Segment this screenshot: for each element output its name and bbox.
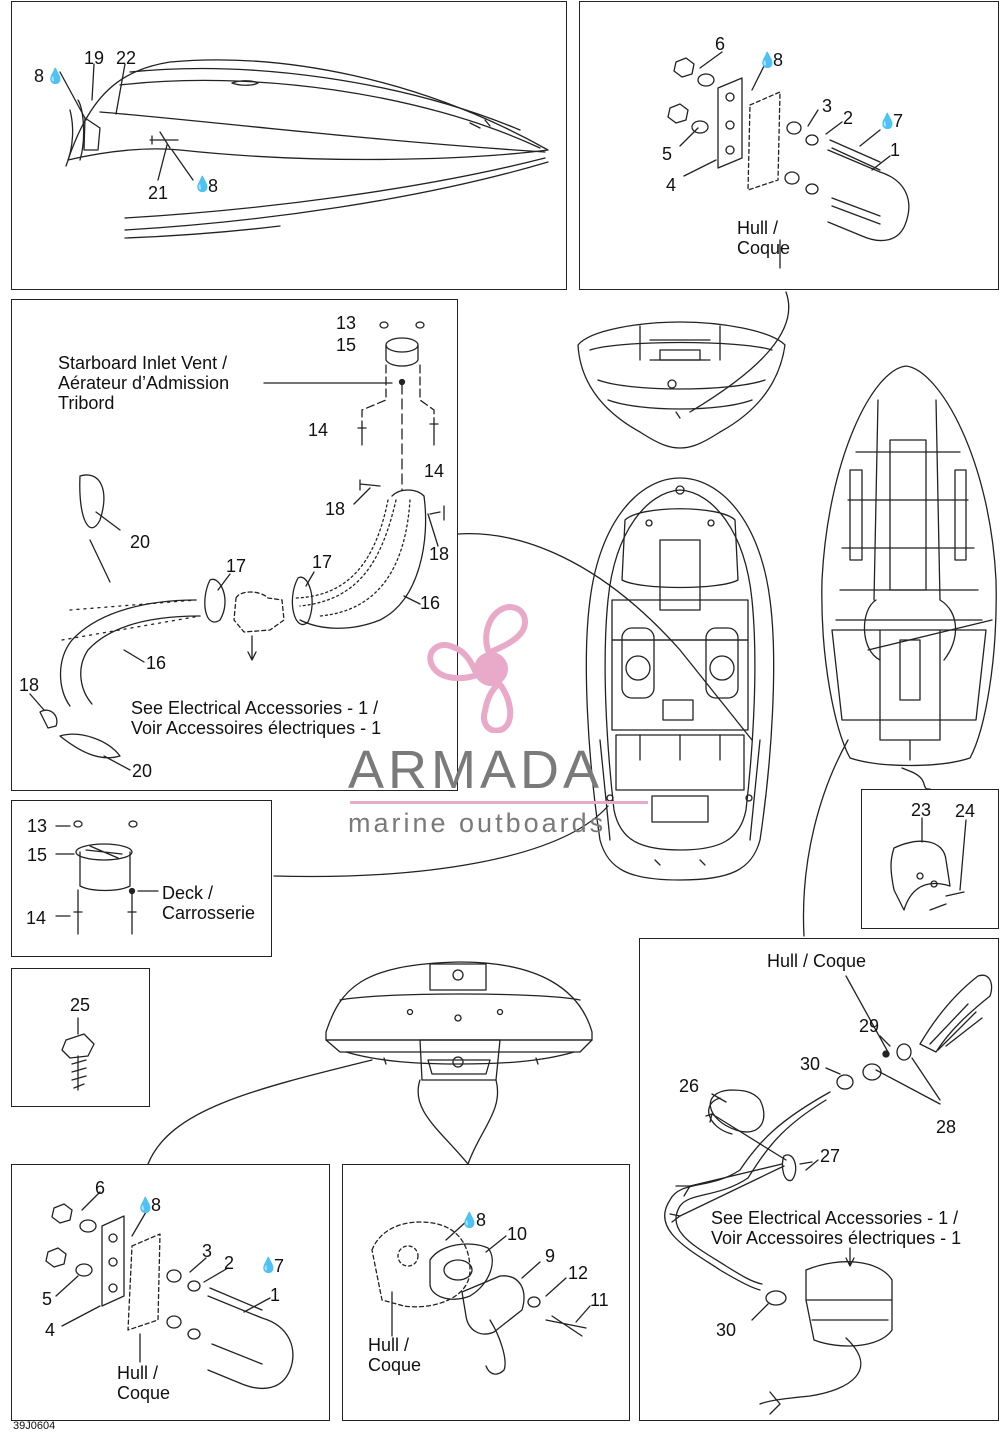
callout-number: 8 [773, 50, 784, 70]
callout-number: 16 [146, 653, 167, 673]
rear-deck-view [325, 961, 593, 1081]
callout-number: 18 [325, 499, 346, 519]
callout-number: 14 [308, 420, 329, 440]
callout-number: 23 [911, 800, 932, 820]
callout-number: 2 [224, 1253, 235, 1273]
u-bolt-assembly-top [667, 51, 910, 242]
callout-number: 25 [70, 995, 91, 1015]
watermark-tagline: marine outboards [348, 808, 607, 838]
callout-number: 7 [274, 1256, 285, 1276]
callout-number: 19 [84, 48, 105, 68]
panel-bilge-hose [639, 938, 999, 1421]
hull-coque-inline-label: Hull / Coque [767, 951, 867, 971]
callout-number: 12 [568, 1263, 589, 1283]
callout-number: 26 [679, 1076, 700, 1096]
hull-coque-label: Hull /Coque [737, 218, 791, 258]
callout-number: 4 [666, 175, 677, 195]
inlet-vent-assembly [29, 321, 445, 771]
hull-coque-label: Hull /Coque [368, 1335, 422, 1375]
callout-number: 15 [27, 845, 48, 865]
callout-number: 2 [843, 108, 854, 128]
callout-number: 18 [19, 675, 40, 695]
bilge-hose-assembly [663, 974, 993, 1415]
drop-icon: 💧 [46, 68, 65, 85]
starboard-inlet-vent-label: Starboard Inlet Vent /Aérateur d’Admissi… [58, 353, 230, 413]
see-electrical-accessories-label: See Electrical Accessories - 1 /Voir Acc… [131, 698, 382, 738]
callout-number: 16 [420, 593, 441, 613]
drop-icon: 💧 [259, 1257, 278, 1274]
drop-icon: 💧 [758, 52, 777, 69]
panel-u-bolt-top [579, 1, 999, 290]
drop-icon: 💧 [878, 113, 897, 130]
panel-hull-side [11, 1, 567, 290]
drop-icon: 💧 [193, 176, 212, 193]
callout-number: 7 [893, 111, 904, 131]
callout-number: 4 [45, 1320, 56, 1340]
callout-number: 17 [226, 556, 247, 576]
callout-number: 22 [116, 48, 137, 68]
callout-number: 24 [955, 801, 976, 821]
callout-number: 1 [890, 140, 901, 160]
callout-number: 8 [476, 1210, 487, 1230]
screw-25 [61, 1017, 95, 1091]
panel-deck-vent [11, 800, 272, 957]
callout-number: 29 [859, 1016, 880, 1036]
panel-drain-plug [342, 1164, 630, 1421]
callout-number: 30 [800, 1054, 821, 1074]
see-electrical-accessories-label: See Electrical Accessories - 1 /Voir Acc… [711, 1208, 962, 1248]
callout-number: 8 [208, 176, 219, 196]
hull-coque-label: Hull /Coque [117, 1363, 171, 1403]
drain-plug-assembly [371, 1219, 591, 1375]
deck-vent-assembly [55, 820, 159, 935]
hull-underside-view [821, 365, 997, 773]
callout-number: 9 [545, 1246, 556, 1266]
deck-top-view [585, 477, 775, 881]
callout-number: 6 [95, 1178, 106, 1198]
callout-number: 3 [822, 96, 833, 116]
watermark-brand: ARMADA [348, 740, 604, 800]
callout-number: 6 [715, 34, 726, 54]
callout-number: 8 [151, 1195, 162, 1215]
drop-icon: 💧 [460, 1212, 479, 1229]
callout-number: 14 [424, 461, 445, 481]
callout-number: 13 [336, 313, 357, 333]
callout-number: 5 [42, 1289, 53, 1309]
callout-number: 1 [270, 1285, 281, 1305]
deck-carrosserie-label: Deck /Carrosserie [162, 883, 256, 923]
callout-number: 10 [507, 1224, 528, 1244]
callout-number: 27 [820, 1146, 841, 1166]
callout-number: 5 [662, 144, 673, 164]
callout-number: 14 [26, 908, 47, 928]
clip-23-24 [890, 817, 967, 911]
hull-side-drawing [59, 59, 549, 239]
callout-number: 21 [148, 183, 169, 203]
callout-number: 17 [312, 552, 333, 572]
callout-number: 15 [336, 335, 357, 355]
callout-number: 11 [590, 1290, 609, 1310]
watermark-divider [350, 801, 648, 804]
panel-screw [11, 968, 150, 1107]
callout-number: 13 [27, 816, 48, 836]
callout-number: 3 [202, 1241, 213, 1261]
drawing-code: 39J0604 [13, 1420, 56, 1432]
callout-number: 18 [429, 544, 450, 564]
u-bolt-assembly-bottom [45, 1191, 294, 1390]
panel-u-bolt-bottom [11, 1164, 330, 1421]
callout-number: 20 [130, 532, 151, 552]
hull-rear-view [577, 321, 786, 449]
panel-inlet-vent [11, 299, 458, 791]
callout-number: 8 [34, 66, 45, 86]
callout-number: 20 [132, 761, 153, 781]
callout-number: 28 [936, 1117, 957, 1137]
propeller-logo-icon [427, 604, 528, 733]
callout-number: 30 [716, 1320, 737, 1340]
drop-icon: 💧 [136, 1197, 155, 1214]
panel-clip [861, 789, 999, 929]
